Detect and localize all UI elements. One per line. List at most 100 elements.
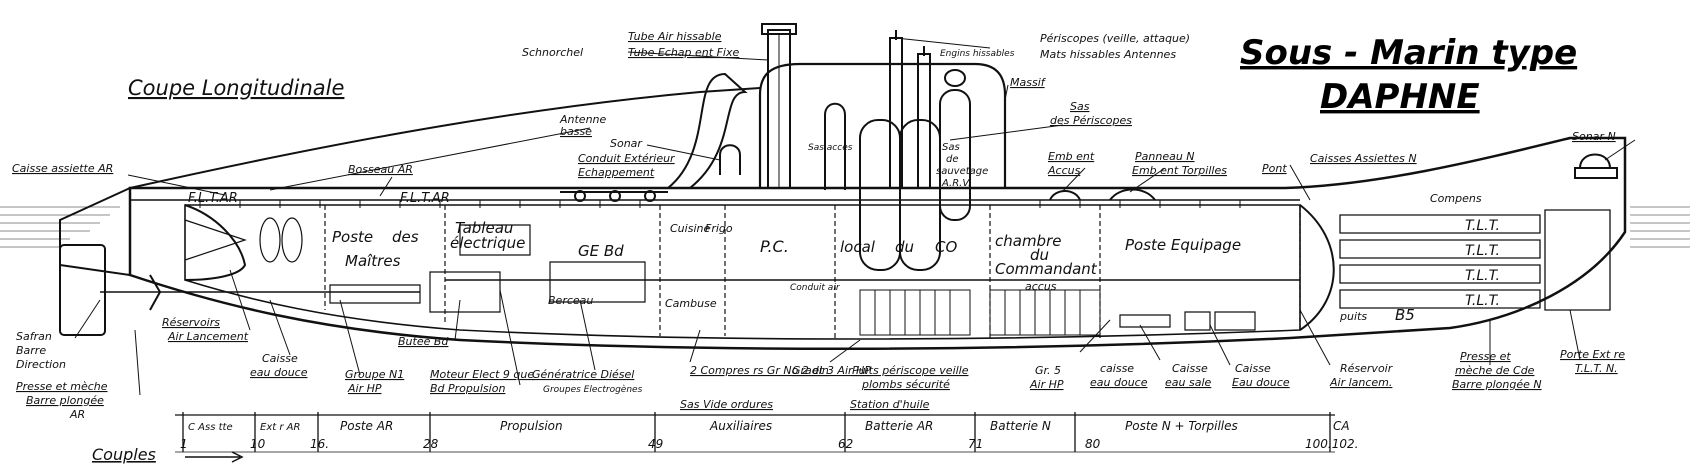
callout-sas-sauvetage-2: de: [946, 154, 959, 165]
leader-lines: [75, 38, 1635, 395]
callout-presse-ar-1: Presse et mèche: [16, 380, 108, 393]
escape-trunk-right: [940, 90, 970, 220]
label-chambre-3: Commandant: [995, 260, 1098, 278]
callout-moteur-1: Moteur Elect 9 que: [430, 368, 534, 381]
callout-sas-periscopes-2: des Périscopes: [1050, 114, 1132, 127]
callout-tube-echap: Tube Echap ent Fixe: [628, 46, 739, 59]
callout-caisse-sale-2: eau sale: [1165, 376, 1212, 389]
label-local: local: [840, 238, 876, 256]
callout-berceau: Berceau: [548, 294, 593, 307]
label-chambre-1: chambre: [995, 232, 1061, 250]
callout-panneau-1: Panneau N: [1135, 150, 1195, 163]
frame-num-100: 100.102.: [1305, 437, 1358, 451]
label-b5: B5: [1395, 306, 1415, 324]
callout-sas-sauvetage-3: sauvetage: [936, 166, 988, 177]
callout-porte-1: Porte Ext re: [1560, 348, 1625, 361]
frame-num-49: 49: [648, 437, 663, 451]
callout-caisse-sale-1: Caisse: [1172, 362, 1208, 375]
callout-reservoir-air-2: Air lancem.: [1329, 376, 1392, 389]
label-compens: Compens: [1430, 192, 1482, 205]
battery-cells: [860, 290, 1100, 335]
label-ge-bd: GE Bd: [578, 242, 624, 260]
section-title: Coupe Longitudinale: [128, 76, 344, 100]
callout-emb-accus-2: Accus: [1047, 164, 1081, 177]
callout-presse-ar-2: Barre plongée: [26, 394, 104, 407]
callout-presse-n-2: mèche de Cde: [1455, 364, 1535, 377]
aft-cone: [185, 205, 245, 280]
access-sas: [825, 104, 845, 190]
sonar-dome: [720, 145, 740, 175]
callout-caisse-assiette-ar: Caisse assiette AR: [12, 162, 113, 175]
frame-num-1: 1: [180, 437, 188, 451]
torpedo-tubes: [1340, 210, 1610, 310]
battery-hatch: [1050, 191, 1080, 200]
label-tlt-4: T.L.T.: [1465, 293, 1500, 309]
label-poste-maitres-2: des: [392, 228, 419, 246]
frame-num-62: 62: [838, 437, 853, 451]
callout-conduit-air: Conduit air: [790, 283, 841, 293]
callout-gr5-1: Gr. 5: [1035, 364, 1061, 377]
callout-station-huile: Station d'huile: [850, 398, 930, 411]
label-cuisine: Cuisine: [670, 222, 710, 235]
callout-sonar: Sonar: [610, 137, 643, 150]
callout-pont: Pont: [1262, 162, 1287, 175]
scale-zone-4: Propulsion: [500, 419, 563, 433]
callout-presse-ar-3: AR: [69, 408, 85, 421]
label-tableau-2: électrique: [450, 234, 525, 252]
callout-reservoirs-2: Air Lancement: [167, 330, 249, 343]
callout-groupe-n1-2: Air HP: [347, 382, 382, 395]
callout-gradin: Gradin: [792, 364, 829, 377]
callout-bosseau-ar: Bosseau AR: [348, 163, 413, 176]
frame-num-80: 80: [1085, 437, 1101, 451]
sea-surface-left: [0, 207, 120, 247]
callout-sas-acces: Sas accès: [808, 142, 853, 153]
propeller: [150, 275, 160, 310]
label-tlt-2: T.L.T.: [1465, 243, 1500, 259]
callout-caisse-eau-1: Caisse: [262, 352, 298, 365]
callout-safran-1: Safran: [16, 330, 52, 343]
callout-presse-n-3: Barre plongée N: [1452, 378, 1542, 391]
callout-generatrice-2: Groupes Electrogènes: [543, 384, 643, 395]
callout-conduit-1: Conduit Extérieur: [578, 152, 676, 165]
callout-sonar-n: Sonar N: [1572, 130, 1616, 143]
callout-caisse-eau-2: eau douce: [250, 366, 308, 379]
label-chambre-4: accus: [1025, 280, 1057, 293]
callout-puits-periscope-2: plombs sécurité: [861, 378, 950, 391]
callout-panneau-2: Emb ent Torpilles: [1132, 164, 1227, 177]
callout-massif: Massif: [1010, 76, 1047, 89]
upper-casing: [130, 88, 760, 188]
callout-compress: 2 Compres rs Gr No 2 et 3 Air HP: [690, 364, 871, 377]
label-poste-equipage: Poste Equipage: [1125, 236, 1241, 254]
callout-caisse-douce-1: caisse: [1100, 362, 1134, 375]
callout-periscopes-1: Périscopes (veille, attaque): [1040, 32, 1190, 45]
label-fltar-1: F.L.T.AR: [188, 191, 238, 206]
callout-presse-n-1: Presse et: [1460, 350, 1511, 363]
sail-massif: [760, 64, 1005, 188]
frame-ticks: [200, 200, 1240, 208]
callout-schnorchel: Schnorchel: [522, 46, 583, 59]
outer-hull: [130, 138, 1625, 349]
frame-num-16: 16.: [310, 437, 329, 451]
callout-sas-sauvetage-1: Sas: [942, 142, 960, 153]
scale-zone-9: CA: [1333, 419, 1350, 433]
callout-sas-sauvetage-4: A.R.V.: [941, 178, 971, 189]
pressure-hull: [185, 205, 1300, 339]
callout-porte-2: T.L.T. N.: [1575, 362, 1618, 375]
callout-caisse-douce2-2: Eau douce: [1232, 376, 1290, 389]
torpedo-hatch: [1110, 190, 1155, 201]
label-chambre-2: du: [1030, 246, 1049, 264]
label-fltar-2: F.L.T.AR: [400, 191, 450, 206]
callout-antenne-2: basse: [560, 125, 592, 138]
callout-butee: Butée Bd: [398, 335, 449, 348]
frames-label: Couples: [92, 445, 156, 464]
callout-engins: Engins hissables: [940, 49, 1015, 59]
callout-reservoirs-1: Réservoirs: [162, 316, 220, 329]
callout-conduit-2: Echappement: [578, 166, 655, 179]
frame-num-10: 10: [250, 437, 266, 451]
label-poste-maitres-3: Maîtres: [345, 252, 401, 270]
scale-zone-3: Poste AR: [340, 419, 393, 433]
callout-tube-hissable: Tube Air hissable: [628, 30, 722, 43]
forward-bulkhead: [1300, 205, 1334, 330]
